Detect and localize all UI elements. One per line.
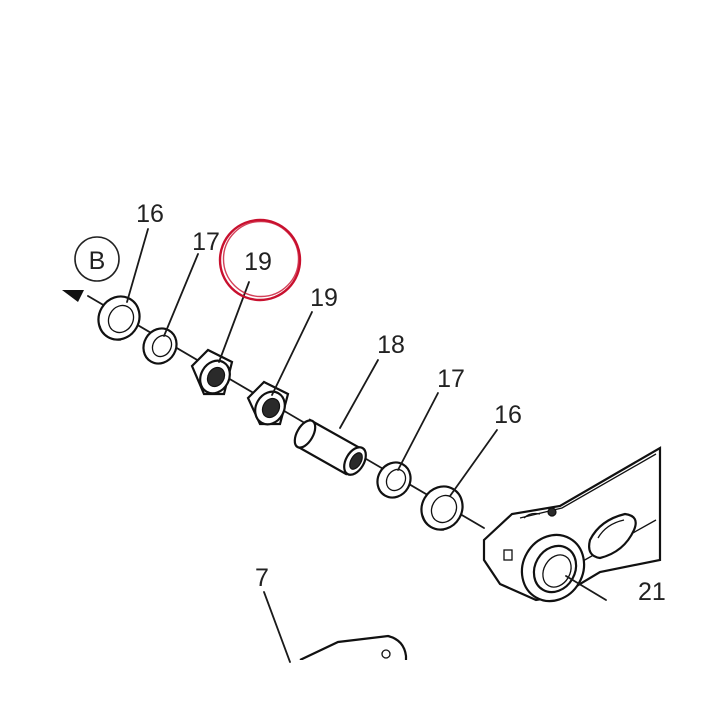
leader-7 bbox=[263, 591, 291, 663]
direction-arrow-icon bbox=[62, 290, 84, 302]
label-18: 18 bbox=[377, 331, 405, 359]
leader-17-left bbox=[163, 253, 199, 337]
leader-18 bbox=[339, 359, 379, 429]
leader-19-circled bbox=[218, 281, 250, 363]
leader-17-right bbox=[397, 392, 439, 471]
label-19-circled: 19 bbox=[244, 248, 272, 276]
part-21-arm bbox=[482, 446, 662, 603]
assembly-axis-line bbox=[87, 295, 485, 529]
part-19-right-bushing bbox=[246, 380, 290, 426]
label-21-partial: 21 bbox=[638, 578, 666, 606]
part-7-bracket bbox=[288, 634, 412, 668]
part-19-left-bushing bbox=[190, 348, 234, 396]
view-marker-label: B bbox=[89, 247, 106, 275]
view-marker-b: B bbox=[74, 236, 120, 282]
highlight-circle bbox=[218, 218, 302, 302]
leader-16-left bbox=[126, 228, 149, 303]
leader-21 bbox=[565, 575, 607, 601]
label-17-left: 17 bbox=[192, 228, 220, 256]
part-17-left-ring bbox=[142, 327, 178, 365]
label-16-right: 16 bbox=[494, 401, 522, 429]
label-7: 7 bbox=[255, 564, 269, 592]
part-16-right-seal bbox=[420, 485, 464, 531]
label-16-left: 16 bbox=[136, 200, 164, 228]
part-17-right-ring bbox=[376, 461, 412, 499]
leader-16-right bbox=[449, 429, 498, 497]
part-18-sleeve bbox=[293, 418, 367, 476]
label-19-right: 19 bbox=[310, 284, 338, 312]
label-17-right: 17 bbox=[437, 365, 465, 393]
part-16-left-seal bbox=[97, 295, 141, 341]
leader-19-right bbox=[271, 311, 313, 396]
